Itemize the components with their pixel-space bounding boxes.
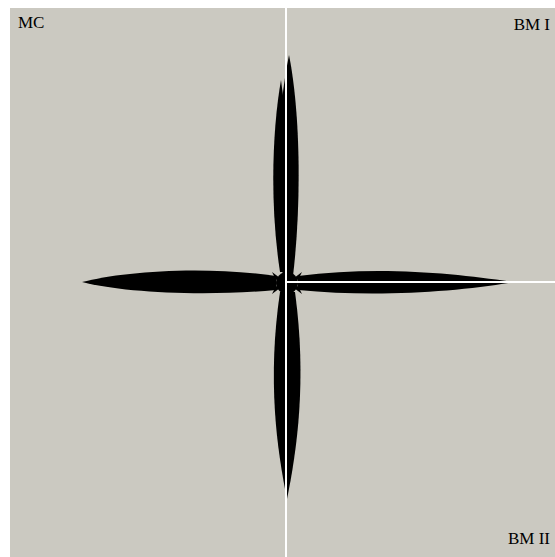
dendrite-arm [274, 292, 301, 499]
boundary-line [286, 281, 555, 283]
region-label: BM I [514, 16, 550, 33]
region-label: BM II [508, 530, 550, 547]
background-field [10, 8, 555, 557]
region-label: MC [18, 14, 44, 31]
dendrite-arm [82, 270, 276, 293]
dendrite-crystal [82, 55, 514, 499]
